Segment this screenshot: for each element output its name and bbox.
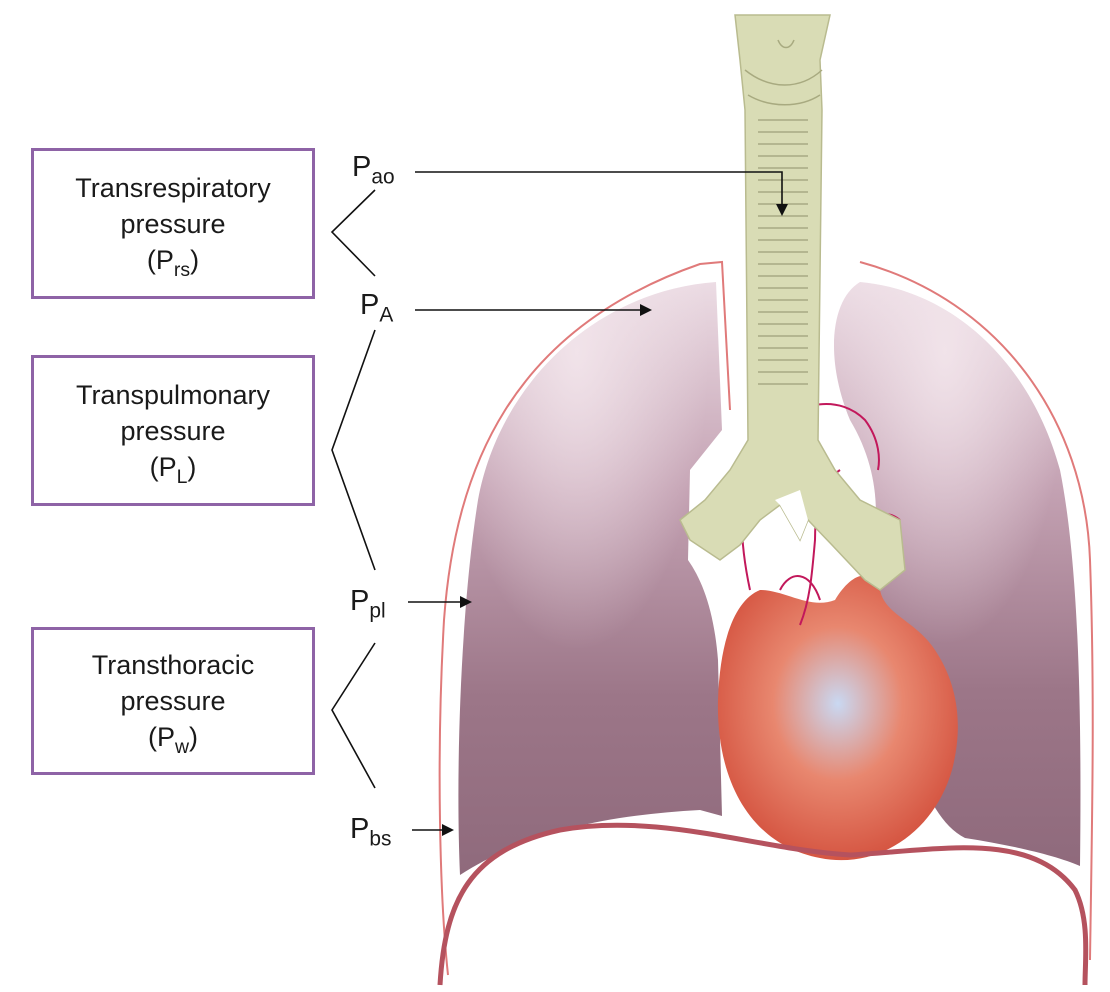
bracket-transthoracic <box>332 643 375 788</box>
box-symbol: (Pw) <box>148 719 198 755</box>
transrespiratory-pressure-box: Transrespiratory pressure (Prs) <box>31 148 315 299</box>
label-p-ao: Pao <box>352 150 395 184</box>
bracket-transpulmonary <box>332 330 375 570</box>
transpulmonary-pressure-box: Transpulmonary pressure (PL) <box>31 355 315 506</box>
diaphragm <box>440 825 1086 985</box>
label-p-pl: Ppl <box>350 584 386 618</box>
box-line1: Transthoracic <box>92 647 255 683</box>
box-line1: Transrespiratory <box>75 170 271 206</box>
box-symbol: (Prs) <box>147 242 199 278</box>
box-line1: Transpulmonary <box>76 377 270 413</box>
box-line2: pressure <box>120 206 225 242</box>
arrow-p-ao <box>415 172 782 214</box>
label-p-a: PA <box>360 288 393 322</box>
label-p-bs: Pbs <box>350 812 391 846</box>
box-symbol: (PL) <box>150 449 197 485</box>
right-lung-highlight <box>458 282 722 875</box>
box-line2: pressure <box>120 413 225 449</box>
bracket-transrespiratory <box>332 190 375 276</box>
transthoracic-pressure-box: Transthoracic pressure (Pw) <box>31 627 315 775</box>
box-line2: pressure <box>120 683 225 719</box>
